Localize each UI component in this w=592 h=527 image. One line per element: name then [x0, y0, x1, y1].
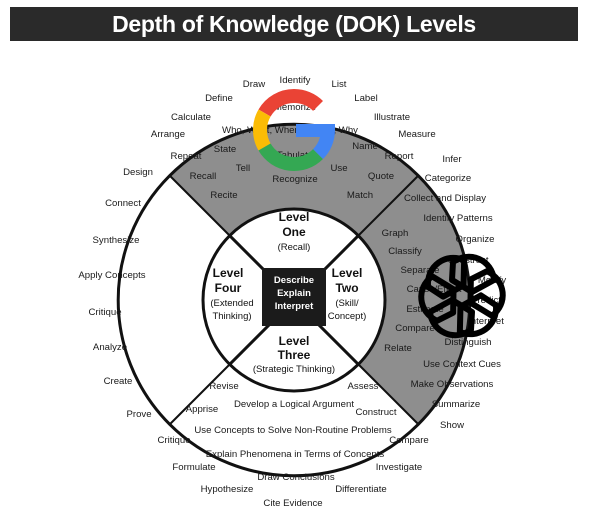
level-two-sub2: Concept): [328, 311, 367, 322]
verb-item: Quote: [368, 171, 394, 182]
verb-item: Connect: [105, 198, 141, 209]
center-box: [262, 268, 326, 326]
verb-item: Relate: [384, 343, 412, 354]
verb-item: Tabulate: [277, 150, 313, 161]
verb-item: Formulate: [172, 462, 215, 473]
level-one-number: One: [282, 225, 306, 239]
verb-item: Investigate: [376, 462, 422, 473]
openai-knot-logo: [418, 253, 506, 339]
verb-item: Use Context Cues: [423, 359, 501, 370]
verb-item: Construct: [355, 407, 396, 418]
level-four-sub1: (Extended: [210, 298, 253, 309]
verb-item: Report: [385, 151, 414, 162]
verb-item: Distinguish: [445, 337, 492, 348]
verb-item: Analyze: [93, 342, 127, 353]
inner-ring: [201, 207, 387, 393]
verb-item: Design: [123, 167, 153, 178]
level-one-verbs: Draw Identify List Define Label Memorize…: [151, 75, 436, 201]
verb-item: Label: [354, 93, 377, 104]
verb-item: Graph: [382, 228, 409, 239]
verb-item: Match: [347, 190, 373, 201]
verb-item: Synthesize: [93, 235, 140, 246]
center-text-describe: Describe: [274, 275, 314, 286]
verb-item: Separate: [401, 265, 440, 276]
verb-item: Arrange: [151, 129, 185, 140]
verb-item: Calculate: [171, 112, 211, 123]
verb-item: Recite: [210, 190, 237, 201]
verb-item: Collect and Display: [404, 193, 486, 204]
verb-item: Differentiate: [335, 484, 387, 495]
verb-item: Summarize: [432, 399, 481, 410]
verb-item: Apply Concepts: [78, 270, 145, 281]
level-three-verbs: Revise Assess Develop a Logical Argument…: [157, 381, 428, 509]
verb-item: Identify: [280, 75, 311, 86]
verb-item: Prove: [126, 409, 151, 420]
verb-item: Develop a Logical Argument: [234, 399, 354, 410]
verb-item: Revise: [209, 381, 238, 392]
level-four-verbs: Design Connect Synthesize Apply Concepts…: [78, 167, 153, 420]
verb-item: Apprise: [186, 404, 219, 415]
verb-item: Who, What, When, Where, Why: [222, 125, 358, 136]
verb-item: Tell: [236, 163, 250, 174]
verb-item: Critique: [157, 435, 190, 446]
level-two-word: Level: [332, 266, 363, 280]
verb-item: State: [214, 144, 236, 155]
verb-item: Compare: [395, 323, 434, 334]
level-four-number: Four: [215, 281, 242, 295]
verb-item: Recall: [190, 171, 217, 182]
level-three-sub: (Strategic Thinking): [253, 364, 335, 375]
verb-item: Memorize: [274, 102, 316, 113]
verb-item: Organize: [456, 234, 495, 245]
verb-item: Draw Conclusions: [257, 472, 335, 483]
page-title: Depth of Knowledge (DOK) Levels: [10, 7, 578, 41]
level-four-word: Level: [213, 266, 244, 280]
verb-item: Critique: [88, 307, 121, 318]
level-one-sub: (Recall): [278, 242, 311, 253]
center-text-interpret: Interpret: [275, 301, 314, 312]
level-three-word: Level: [279, 334, 310, 348]
verb-item: Classify: [388, 246, 422, 257]
verb-item: Define: [205, 93, 233, 104]
level-three-number: Three: [278, 348, 311, 362]
level-four-sub2: Thinking): [212, 311, 251, 322]
verb-item: Recognize: [272, 174, 317, 185]
center-text-explain: Explain: [277, 288, 311, 299]
verb-item: Use: [330, 163, 347, 174]
verb-item: Assess: [348, 381, 379, 392]
verb-item: Illustrate: [374, 112, 410, 123]
verb-item: Explain Phenomena in Terms of Concepts: [206, 449, 385, 460]
verb-item: Create: [104, 376, 133, 387]
level-one-word: Level: [279, 210, 310, 224]
verb-item: Categorize: [425, 173, 471, 184]
level-two-sub1: (Skill/: [335, 298, 359, 309]
level-two-number: Two: [335, 281, 358, 295]
verb-item: Name: [352, 141, 378, 152]
google-g-logo: [253, 89, 335, 172]
verb-item: Make Observations: [411, 379, 494, 390]
verb-item: Repeat: [171, 151, 202, 162]
verb-item: Hypothesize: [201, 484, 254, 495]
verb-item: List: [332, 79, 347, 90]
verb-item: Interpret: [468, 316, 504, 327]
verb-item: Infer: [442, 154, 462, 165]
verb-item: Construct: [447, 255, 488, 266]
verb-item: Cite Evidence: [263, 498, 322, 509]
verb-item: Measure: [398, 129, 435, 140]
verb-item: Identify Patterns: [423, 213, 493, 224]
verb-item: Use Concepts to Solve Non-Routine Proble…: [194, 425, 392, 436]
verb-item: Show: [440, 420, 464, 431]
verb-item: Compare: [389, 435, 428, 446]
verb-item: Draw: [243, 79, 265, 90]
